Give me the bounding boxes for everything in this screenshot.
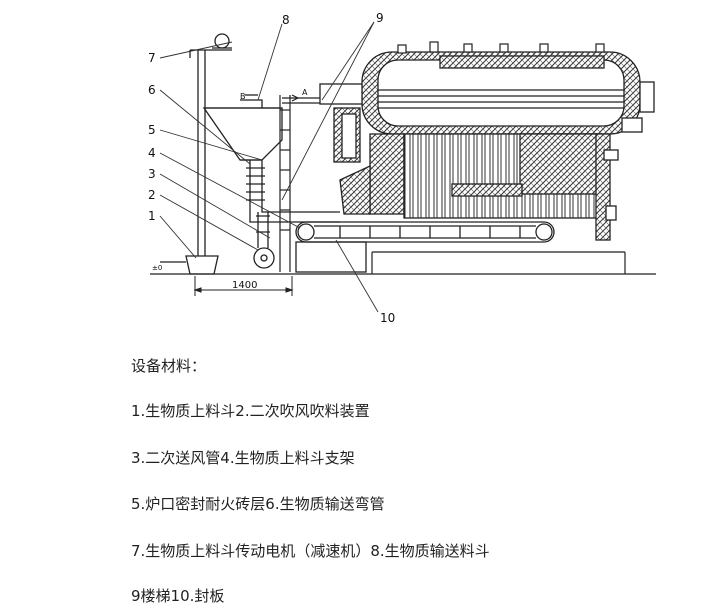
- materials-line-4: 7.生物质上料斗传动电机（减速机）8.生物质输送料斗: [131, 542, 490, 560]
- ladder: [279, 95, 291, 272]
- boiler-diagram: ±0 1400 B: [148, 11, 656, 325]
- label-6: 6: [148, 83, 156, 97]
- ground-mark: ±0: [152, 264, 162, 272]
- dimension-line: [193, 276, 294, 296]
- label-1: 1: [148, 209, 156, 223]
- drum-nozzles: [397, 41, 605, 54]
- chain-grate: [295, 221, 555, 273]
- materials-line-1: 1.生物质上料斗2.二次吹风吹料装置: [131, 402, 370, 420]
- label-9: 9: [376, 11, 384, 25]
- materials-line-5: 9楼梯10.封板: [131, 587, 225, 605]
- label-2: 2: [148, 188, 156, 202]
- bottom-hopper: [160, 255, 219, 275]
- ground-line: [150, 251, 656, 275]
- label-8: 8: [282, 13, 290, 27]
- furnace-body: [333, 107, 619, 241]
- leader-lines: [159, 21, 379, 313]
- mark-b: B: [240, 92, 246, 101]
- label-7: 7: [148, 51, 156, 65]
- label-4: 4: [148, 146, 156, 160]
- hopper-support: [189, 33, 232, 256]
- dimension-text: 1400: [232, 280, 257, 291]
- materials-line-3: 5.炉口密封耐火砖层6.生物质输送弯管: [131, 495, 385, 513]
- label-10: 10: [380, 311, 395, 325]
- materials-heading: 设备材料：: [131, 357, 207, 375]
- mark-a: A: [302, 88, 308, 97]
- label-3: 3: [148, 167, 156, 181]
- blower: [253, 212, 275, 269]
- feeding-hopper: [202, 94, 283, 161]
- boiler-drum: [319, 51, 655, 135]
- label-5: 5: [148, 123, 156, 137]
- air-duct: [282, 94, 322, 104]
- materials-line-2: 3.二次送风管4.生物质上料斗支架: [131, 449, 355, 467]
